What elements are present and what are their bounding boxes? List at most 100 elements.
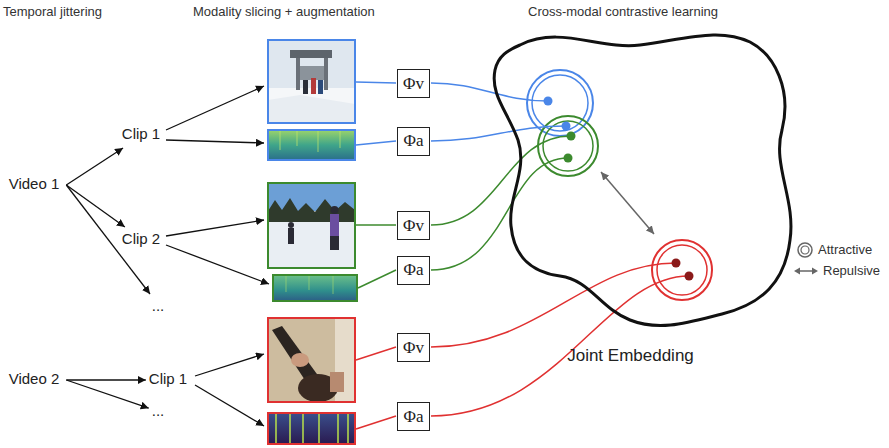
- ring-sample: [797, 242, 817, 258]
- skier: [330, 214, 339, 236]
- slice-arrow: [195, 385, 264, 426]
- trees: [268, 198, 355, 222]
- node-text: Clip 1: [149, 370, 191, 388]
- node-text: Φv: [403, 216, 424, 236]
- video-encoder-box: Φv: [397, 211, 430, 240]
- video-frame: [268, 40, 355, 123]
- skier: [303, 80, 308, 94]
- spec-line: [340, 131, 341, 148]
- legend-item: Repulsive: [793, 263, 880, 279]
- node-text: Clip 2: [122, 230, 164, 248]
- frame-border: [268, 40, 355, 123]
- snow-slope: [268, 95, 355, 123]
- point: [672, 259, 681, 268]
- point: [564, 154, 573, 163]
- ring: [798, 243, 812, 257]
- point: [685, 272, 694, 281]
- ring: [801, 246, 809, 254]
- spec-line: [347, 414, 349, 443]
- arrow-head: [812, 268, 818, 275]
- node-text: ...: [152, 297, 169, 315]
- attractive-rings: [527, 70, 712, 300]
- wire: [356, 416, 396, 429]
- lift-cabin: [300, 66, 324, 80]
- frame-border: [273, 275, 357, 301]
- spectrogram-lines: [280, 131, 340, 152]
- video-encoder-box: Φv: [397, 333, 430, 362]
- spec-line: [297, 131, 298, 146]
- arrow-sample: [793, 263, 821, 279]
- skier-head: [331, 206, 339, 214]
- slice-arrow: [195, 354, 264, 376]
- column-heading: Temporal jittering: [3, 4, 102, 20]
- audio-encoder-box: Φa: [397, 402, 430, 431]
- embedding-region: Joint Embedding: [488, 22, 803, 367]
- slice-arrow: [166, 245, 269, 284]
- video-label: Video 2: [9, 370, 64, 390]
- skier-legs: [330, 236, 339, 250]
- clip-label: Clip 1: [149, 370, 191, 390]
- snow: [268, 183, 355, 268]
- spec-line: [318, 131, 319, 152]
- spec-line: [333, 276, 334, 294]
- frame-border: [268, 318, 355, 402]
- spectrogram: [268, 413, 355, 444]
- node-text: Φa: [404, 260, 424, 280]
- wire: [356, 141, 396, 145]
- wire: [356, 224, 396, 226]
- embedding-outline: [488, 22, 803, 367]
- ellipsis-label: ...: [152, 297, 169, 317]
- spec-line: [286, 276, 287, 292]
- node-text: Video 2: [9, 370, 64, 388]
- wire: [431, 158, 568, 270]
- spec-line: [309, 276, 310, 290]
- spec-line: [302, 414, 304, 443]
- audio-encoder-box: Φa: [397, 127, 430, 156]
- frame-border: [268, 183, 355, 268]
- repulsive-arrow: [601, 172, 654, 234]
- frame-border: [268, 130, 355, 160]
- spec-line: [318, 414, 320, 443]
- clip-label: Clip 2: [122, 230, 164, 250]
- ellipsis-label: ...: [152, 402, 169, 422]
- wire: [431, 83, 548, 101]
- ring: [652, 240, 712, 300]
- video-label: Video 1: [9, 175, 64, 195]
- jitter-arrow: [66, 380, 148, 408]
- frame-border: [268, 413, 355, 444]
- lift-pole: [324, 58, 328, 90]
- jitter-arrow: [66, 185, 125, 227]
- skier-head: [288, 222, 294, 228]
- spectrogram-lines: [276, 414, 348, 443]
- skier: [311, 78, 316, 94]
- ring: [543, 121, 593, 171]
- spectrogram: [268, 130, 355, 160]
- spectrogram-lines: [286, 276, 333, 294]
- spectrogram-bg: [268, 413, 355, 444]
- embedding-points: [544, 97, 694, 281]
- snow-field: [268, 222, 355, 268]
- video-frame: [268, 183, 355, 268]
- arrow-head: [794, 268, 800, 275]
- wire: [431, 126, 566, 141]
- spectrogram-bg: [268, 130, 355, 160]
- lift-roof: [290, 50, 332, 58]
- slice-arrow: [166, 220, 264, 236]
- column-heading: Modality slicing + augmentation: [193, 4, 375, 20]
- sky: [268, 40, 355, 123]
- hand: [291, 353, 309, 367]
- skier: [318, 80, 323, 94]
- spec-line: [289, 414, 291, 443]
- spectrogram-bg: [273, 275, 357, 301]
- node-text: Video 1: [9, 175, 64, 193]
- slice-arrow: [166, 86, 264, 130]
- spectrogram: [273, 275, 357, 301]
- slice-arrow: [166, 140, 264, 143]
- wire: [356, 82, 396, 83]
- embedding-outline-path: [494, 35, 791, 326]
- node-text: ...: [152, 402, 169, 420]
- audio-encoder-box: Φa: [397, 256, 430, 285]
